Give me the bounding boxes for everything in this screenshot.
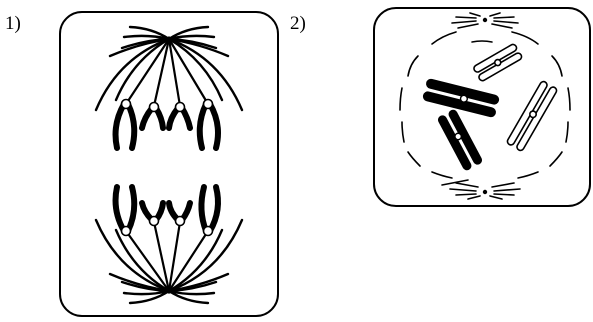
chromosome-filled-left: [422, 78, 500, 118]
top-aster: [451, 12, 519, 29]
cell-outline: [59, 11, 279, 317]
figure-1-label: 1): [5, 13, 21, 34]
bottom-aster: [441, 179, 521, 200]
top-kinetochore-fibers: [124, 37, 210, 108]
chromosome-outline-upper: [473, 43, 523, 82]
nuclear-envelope-fragments: [399, 31, 571, 179]
top-chromosomes: [112, 98, 221, 151]
cell-outline: [373, 7, 591, 207]
anaphase-cell-icon: [59, 11, 279, 317]
bottom-spindle-pole: [94, 218, 244, 305]
bottom-chromosomes: [112, 184, 221, 237]
chromosome-outline-right: [506, 80, 558, 152]
figure-2-label: 2): [290, 13, 306, 34]
top-spindle-pole: [94, 25, 244, 112]
chromosome-filled-lower: [437, 109, 483, 171]
bottom-kinetochore-fibers: [124, 220, 210, 293]
prometaphase-cell-icon: [373, 7, 591, 207]
